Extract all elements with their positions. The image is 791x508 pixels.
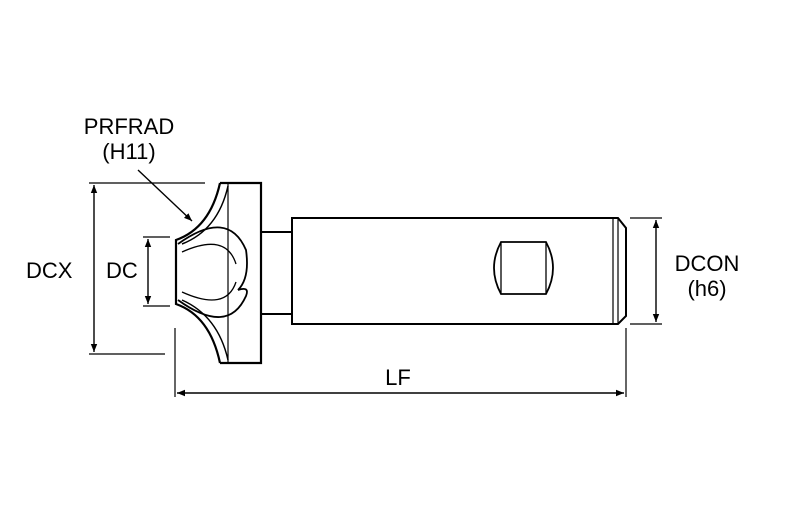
cutter-head [174, 181, 263, 365]
dcx-label: DCX [26, 258, 73, 283]
lf-label: LF [385, 365, 411, 390]
prfrad-label: PRFRAD [84, 114, 174, 139]
prfrad-tolerance-label: (H11) [102, 139, 155, 164]
dcon-tolerance-label: (h6) [687, 276, 726, 301]
extension-lines [89, 182, 662, 397]
dcon-label: DCON [675, 251, 740, 276]
dc-label: DC [106, 258, 138, 283]
shank [291, 217, 627, 325]
weldon-flat [493, 241, 554, 295]
neck [261, 231, 293, 315]
prfrad-leader [137, 169, 193, 222]
